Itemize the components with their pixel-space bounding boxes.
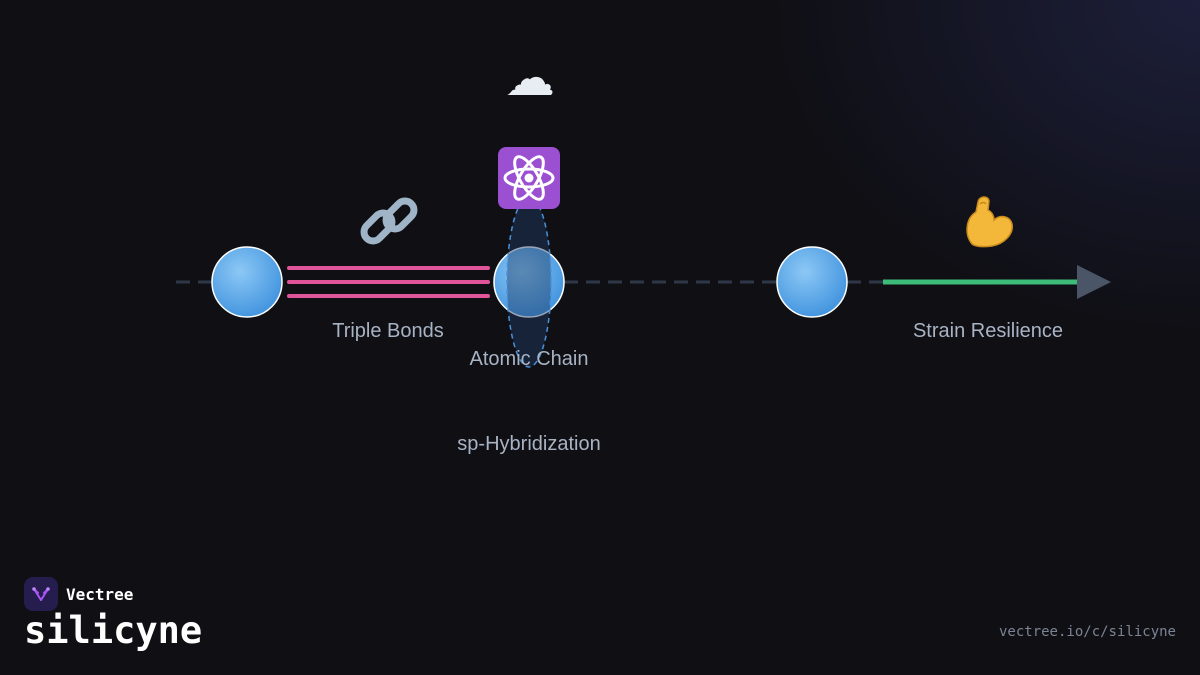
cloud-icon: ☁ xyxy=(505,49,555,107)
label-sp-hybridization: sp-Hybridization xyxy=(457,433,601,455)
source-url[interactable]: vectree.io/c/silicyne xyxy=(998,624,1176,640)
product-name: silicyne xyxy=(24,609,203,652)
atom-center xyxy=(493,246,565,318)
label-atomic-chain: Atomic Chain xyxy=(469,348,589,370)
atom-left xyxy=(211,246,283,318)
brand-name: Vectree xyxy=(66,584,134,604)
brand: Vectree xyxy=(24,577,133,611)
chain-link-icon xyxy=(358,192,420,252)
atom-right xyxy=(776,246,848,318)
atom-icon xyxy=(498,147,560,209)
triple-bond-lines xyxy=(287,266,490,298)
vectree-logo-icon xyxy=(24,577,58,611)
label-strain-resilience: Strain Resilience xyxy=(912,320,1064,342)
label-triple-bonds: Triple Bonds xyxy=(332,320,444,342)
sp-orbital-lobe xyxy=(506,196,552,368)
flexed-biceps-icon xyxy=(958,190,1020,252)
strain-arrow-head xyxy=(1077,265,1111,299)
